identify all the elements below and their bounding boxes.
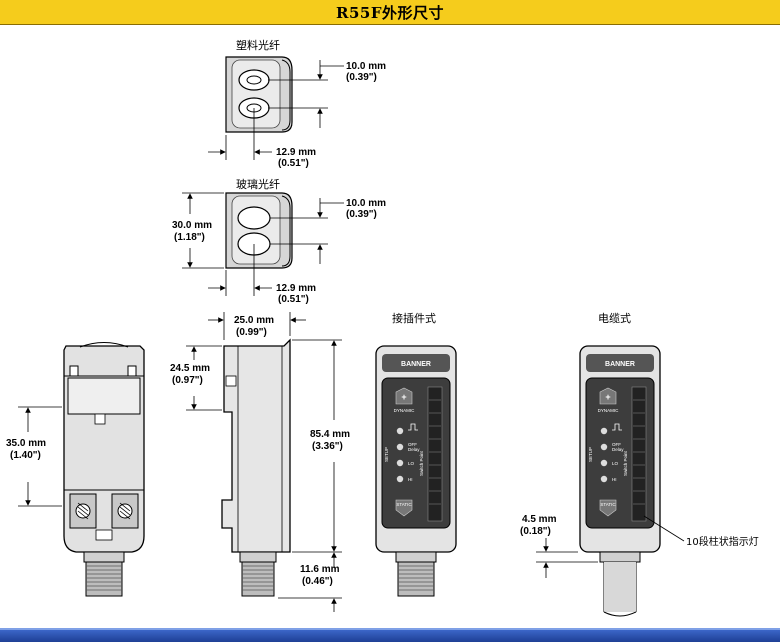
title-bar: R55F外形尺寸 (0, 0, 780, 25)
plastic-offset-dimension (208, 108, 272, 160)
connector-style-label: 接插件式 (392, 311, 436, 325)
cable-static: STATIC (600, 502, 616, 507)
connector-switch-point: Switch Point (419, 450, 424, 476)
connector-hi: HI (408, 477, 413, 482)
bar-indicator-label: 10段柱状指示灯 (686, 535, 759, 548)
cable-dimension-mm: 4.5 mm (522, 514, 557, 525)
bottom-bar (0, 628, 780, 642)
dimension-drawing: 塑料光纤 10.0 mm (0.39") 12.9 mm (0.51") 玻璃光… (6, 38, 759, 617)
cable-dynamic: DYNAMIC (598, 408, 620, 413)
connector-setup: SETUP (384, 447, 389, 462)
cable-lo: LO (612, 461, 619, 466)
side-top-mm: 24.5 mm (170, 363, 210, 374)
connector-delay: Delay (408, 447, 420, 452)
glass-pitch-dimension (270, 198, 344, 264)
cable-style-label: 电缆式 (598, 312, 631, 325)
cable-dimension (536, 538, 598, 578)
connector-brand: BANNER (401, 361, 431, 368)
glass-height-mm: 30.0 mm (172, 220, 212, 231)
plastic-pitch-dimension (268, 60, 344, 128)
plastic-offset-in: (0.51") (278, 158, 309, 169)
glass-fiber-label: 玻璃光纤 (236, 177, 280, 191)
plastic-fiber-label: 塑料光纤 (236, 38, 280, 52)
side-view (221, 338, 291, 597)
side-height-in: (3.36") (312, 441, 343, 452)
plastic-offset-mm: 12.9 mm (276, 147, 316, 158)
glass-pitch-mm: 10.0 mm (346, 198, 386, 209)
connector-style-unit: BANNER + DYNAMIC OFF Delay LO HI SETUP S… (375, 345, 457, 597)
front-height-in: (1.40") (10, 450, 41, 461)
side-height-mm: 85.4 mm (310, 429, 350, 440)
glass-pitch-in: (0.39") (346, 209, 377, 220)
front-view (63, 342, 145, 597)
plastic-pitch-mm: 10.0 mm (346, 61, 386, 72)
side-connector-dimension (278, 552, 342, 612)
bar-indicator-leader (643, 515, 685, 542)
cable-setup: SETUP (588, 447, 593, 462)
side-width-mm: 25.0 mm (234, 315, 274, 326)
connector-dynamic: DYNAMIC (394, 408, 416, 413)
connector-off: OFF (408, 442, 417, 447)
side-width-in: (0.99") (236, 327, 267, 338)
connector-static: STATIC (396, 502, 412, 507)
side-width-dimension (208, 312, 306, 340)
cable-delay: Delay (612, 447, 624, 452)
glass-fiber-head (225, 192, 293, 269)
front-height-dimension (18, 406, 62, 507)
cable-off: OFF (612, 442, 621, 447)
cable-hi: HI (612, 477, 617, 482)
side-height-dimension (292, 339, 342, 553)
plastic-fiber-head (225, 56, 293, 133)
connector-plus: + (401, 392, 406, 402)
side-top-dimension (186, 345, 222, 411)
page-title: R55F外形尺寸 (336, 3, 444, 22)
glass-height-in: (1.18") (174, 232, 205, 243)
glass-offset-dimension (208, 244, 272, 296)
side-connector-mm: 11.6 mm (300, 564, 340, 575)
glass-offset-in: (0.51") (278, 294, 309, 305)
front-height-mm: 35.0 mm (6, 438, 46, 449)
glass-height-dimension (182, 192, 224, 269)
glass-offset-mm: 12.9 mm (276, 283, 316, 294)
cable-plus: + (605, 392, 610, 402)
cable-switch-point: Switch Point (623, 450, 628, 476)
cable-dimension-in: (0.18") (520, 526, 551, 537)
cable-brand: BANNER (605, 361, 635, 368)
plastic-pitch-in: (0.39") (346, 72, 377, 83)
side-connector-in: (0.46") (302, 576, 333, 587)
side-top-in: (0.97") (172, 375, 203, 386)
cable-style-unit: BANNER + DYNAMIC OFF Delay LO HI SETUP S… (579, 345, 661, 617)
connector-lo: LO (408, 461, 415, 466)
